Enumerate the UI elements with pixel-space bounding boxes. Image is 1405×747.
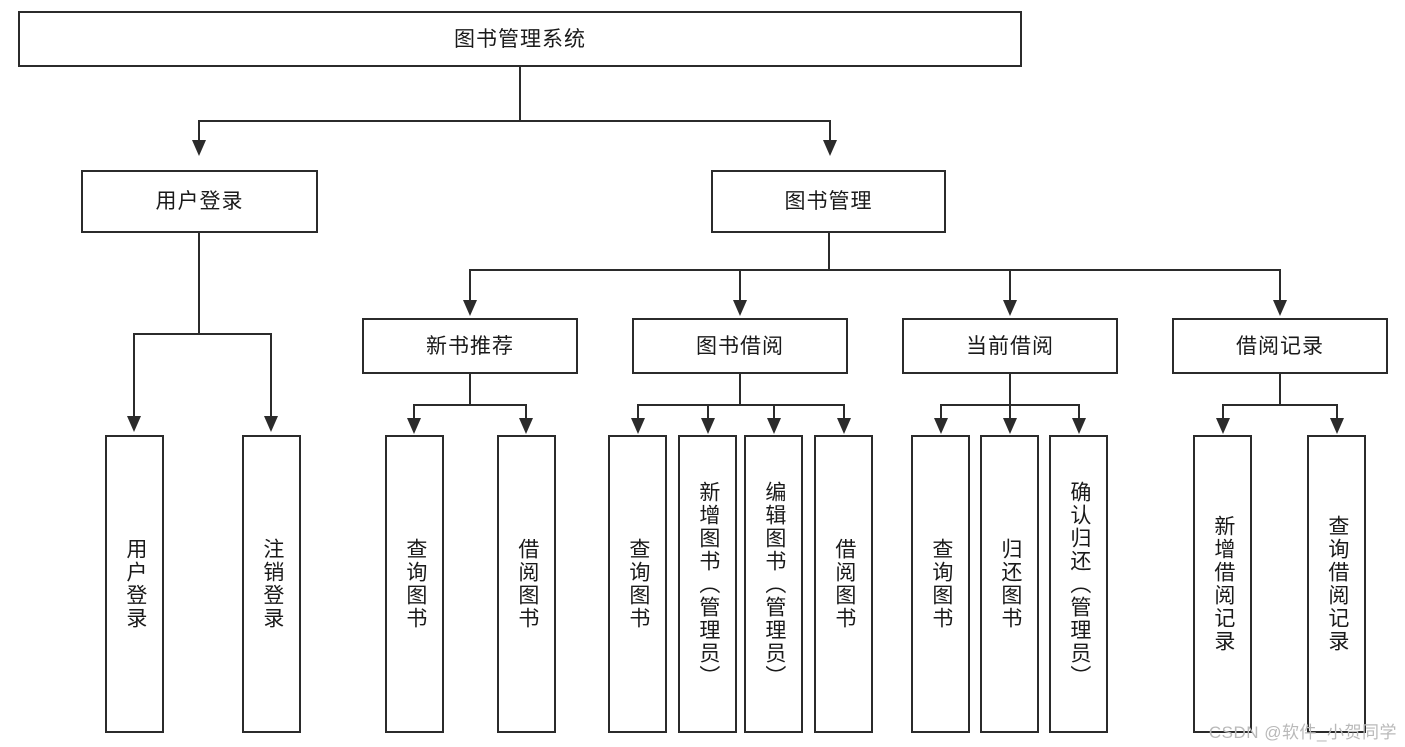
arrow-user-login-leaf-1: [127, 416, 141, 432]
connector-book-management-bus: [469, 269, 1281, 271]
node-label: 编辑图书（管理员）: [762, 480, 786, 688]
node-label: 图书管理系统: [454, 27, 586, 51]
connector-cb-drop-1: [940, 404, 942, 420]
node-label: 新书推荐: [426, 334, 514, 358]
arrow-bb-leaf-2: [701, 418, 715, 434]
node-label: 当前借阅: [966, 334, 1054, 358]
connector-root-bus: [198, 120, 831, 122]
connector-bb-bus: [637, 404, 845, 406]
arrow-root-to-book-management: [823, 140, 837, 156]
leaf-br-query-record[interactable]: 查询借阅记录: [1307, 435, 1366, 733]
connector-root-to-user-login: [198, 120, 200, 142]
connector-bm-drop-1: [469, 269, 471, 302]
leaf-user-login-logout[interactable]: 注销登录: [242, 435, 301, 733]
connector-user-login-drop-1: [133, 333, 135, 418]
arrow-cb-leaf-3: [1072, 418, 1086, 434]
arrow-bb-leaf-3: [767, 418, 781, 434]
connector-cb-drop-2: [1009, 404, 1011, 420]
node-book-management[interactable]: 图书管理: [711, 170, 946, 233]
arrow-nbr-leaf-2: [519, 418, 533, 434]
connector-user-login-stem: [198, 233, 200, 334]
arrow-bb-leaf-4: [837, 418, 851, 434]
leaf-cb-return-book[interactable]: 归还图书: [980, 435, 1039, 733]
leaf-nbr-query-book[interactable]: 查询图书: [385, 435, 444, 733]
leaf-cb-confirm-return-admin[interactable]: 确认归还（管理员）: [1049, 435, 1108, 733]
leaf-cb-query-book[interactable]: 查询图书: [911, 435, 970, 733]
node-root-book-management-system[interactable]: 图书管理系统: [18, 11, 1022, 67]
arrow-br-leaf-2: [1330, 418, 1344, 434]
node-label: 查询图书: [403, 538, 427, 630]
connector-bm-drop-4: [1279, 269, 1281, 302]
connector-nbr-drop-2: [525, 404, 527, 420]
node-label: 查询借阅记录: [1325, 515, 1349, 653]
node-label: 图书管理: [784, 190, 873, 213]
node-label: 查询图书: [929, 538, 953, 630]
leaf-bb-query-book[interactable]: 查询图书: [608, 435, 667, 733]
arrow-br-leaf-1: [1216, 418, 1230, 434]
leaf-bb-borrow-book[interactable]: 借阅图书: [814, 435, 873, 733]
arrow-bb-leaf-1: [631, 418, 645, 434]
leaf-bb-add-book-admin[interactable]: 新增图书（管理员）: [678, 435, 737, 733]
connector-bb-stem: [739, 374, 741, 406]
node-label: 图书借阅: [696, 334, 784, 358]
connector-bb-drop-3: [773, 404, 775, 420]
connector-user-login-drop-2: [270, 333, 272, 418]
node-new-book-recommend[interactable]: 新书推荐: [362, 318, 578, 374]
node-label: 用户登录: [155, 190, 244, 213]
arrow-bm-to-new-book-recommend: [463, 300, 477, 316]
node-label: 查询图书: [626, 538, 650, 630]
arrow-root-to-user-login: [192, 140, 206, 156]
node-label: 新增图书（管理员）: [696, 480, 720, 688]
connector-root-to-book-management: [829, 120, 831, 142]
node-label: 借阅图书: [832, 538, 856, 630]
connector-br-stem: [1279, 374, 1281, 406]
connector-bb-drop-4: [843, 404, 845, 420]
connector-bb-drop-1: [637, 404, 639, 420]
node-label: 用户登录: [123, 538, 147, 630]
leaf-user-login-login[interactable]: 用户登录: [105, 435, 164, 733]
connector-nbr-bus: [413, 404, 527, 406]
connector-cb-stem: [1009, 374, 1011, 406]
node-current-borrow[interactable]: 当前借阅: [902, 318, 1118, 374]
arrow-nbr-leaf-1: [407, 418, 421, 434]
node-label: 注销登录: [260, 538, 284, 630]
node-borrow-record[interactable]: 借阅记录: [1172, 318, 1388, 374]
connector-bm-drop-3: [1009, 269, 1011, 302]
connector-cb-drop-3: [1078, 404, 1080, 420]
node-book-borrow[interactable]: 图书借阅: [632, 318, 848, 374]
leaf-nbr-borrow-book[interactable]: 借阅图书: [497, 435, 556, 733]
connector-br-drop-2: [1336, 404, 1338, 420]
connector-user-login-bus: [133, 333, 271, 335]
node-label: 借阅图书: [515, 538, 539, 630]
node-label: 借阅记录: [1236, 334, 1324, 358]
connector-nbr-stem: [469, 374, 471, 406]
node-label: 确认归还（管理员）: [1067, 480, 1091, 688]
connector-book-management-stem: [828, 233, 830, 271]
leaf-bb-edit-book-admin[interactable]: 编辑图书（管理员）: [744, 435, 803, 733]
arrow-cb-leaf-1: [934, 418, 948, 434]
connector-nbr-drop-1: [413, 404, 415, 420]
leaf-br-add-record[interactable]: 新增借阅记录: [1193, 435, 1252, 733]
arrow-bm-to-book-borrow: [733, 300, 747, 316]
connector-br-bus: [1222, 404, 1338, 406]
connector-br-drop-1: [1222, 404, 1224, 420]
node-label: 归还图书: [998, 538, 1022, 630]
connector-bm-drop-2: [739, 269, 741, 302]
arrow-bm-to-borrow-record: [1273, 300, 1287, 316]
arrow-bm-to-current-borrow: [1003, 300, 1017, 316]
connector-bb-drop-2: [707, 404, 709, 420]
arrow-user-login-leaf-2: [264, 416, 278, 432]
arrow-cb-leaf-2: [1003, 418, 1017, 434]
node-label: 新增借阅记录: [1211, 515, 1235, 653]
connector-root-stem: [519, 67, 521, 121]
node-user-login[interactable]: 用户登录: [81, 170, 318, 233]
